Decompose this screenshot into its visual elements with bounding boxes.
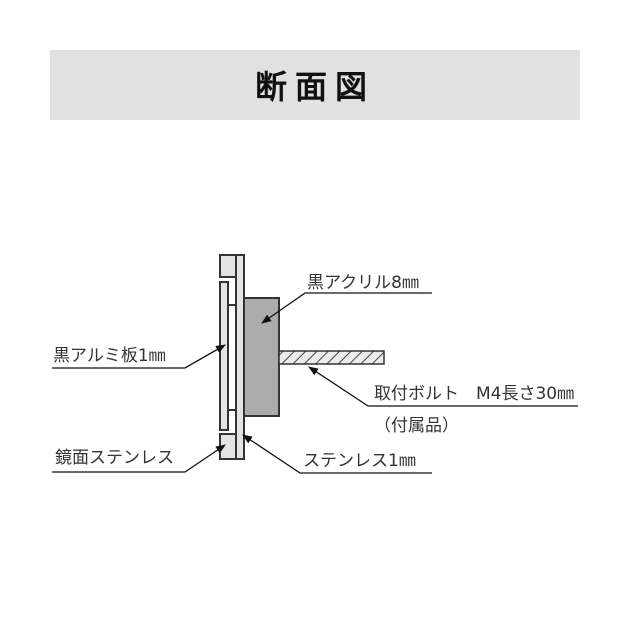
aluminum-plate <box>219 281 229 431</box>
title-bar: 断面図 <box>50 50 580 120</box>
label-bolt-note: （付属品） <box>374 416 459 436</box>
page-title: 断面図 <box>254 68 375 106</box>
label-mirror-stainless: 鏡面ステンレス <box>55 448 174 468</box>
leader-stainless <box>242 434 432 474</box>
leader-mirror-stainless <box>52 444 226 473</box>
acrylic-block <box>243 297 280 417</box>
mounting-bolt <box>278 350 385 365</box>
top-mirror-stainless-block <box>219 254 237 278</box>
leader-acrylic <box>261 292 432 324</box>
label-bolt: 取付ボルト M4長さ30㎜ <box>374 384 574 404</box>
leader-bolt <box>308 366 578 407</box>
label-aluminum: 黒アルミ板1㎜ <box>53 346 166 366</box>
label-acrylic: 黒アクリル8㎜ <box>307 273 419 293</box>
leader-aluminum <box>52 344 226 369</box>
label-stainless: ステンレス1㎜ <box>303 451 416 471</box>
stainless-plate <box>235 254 245 460</box>
